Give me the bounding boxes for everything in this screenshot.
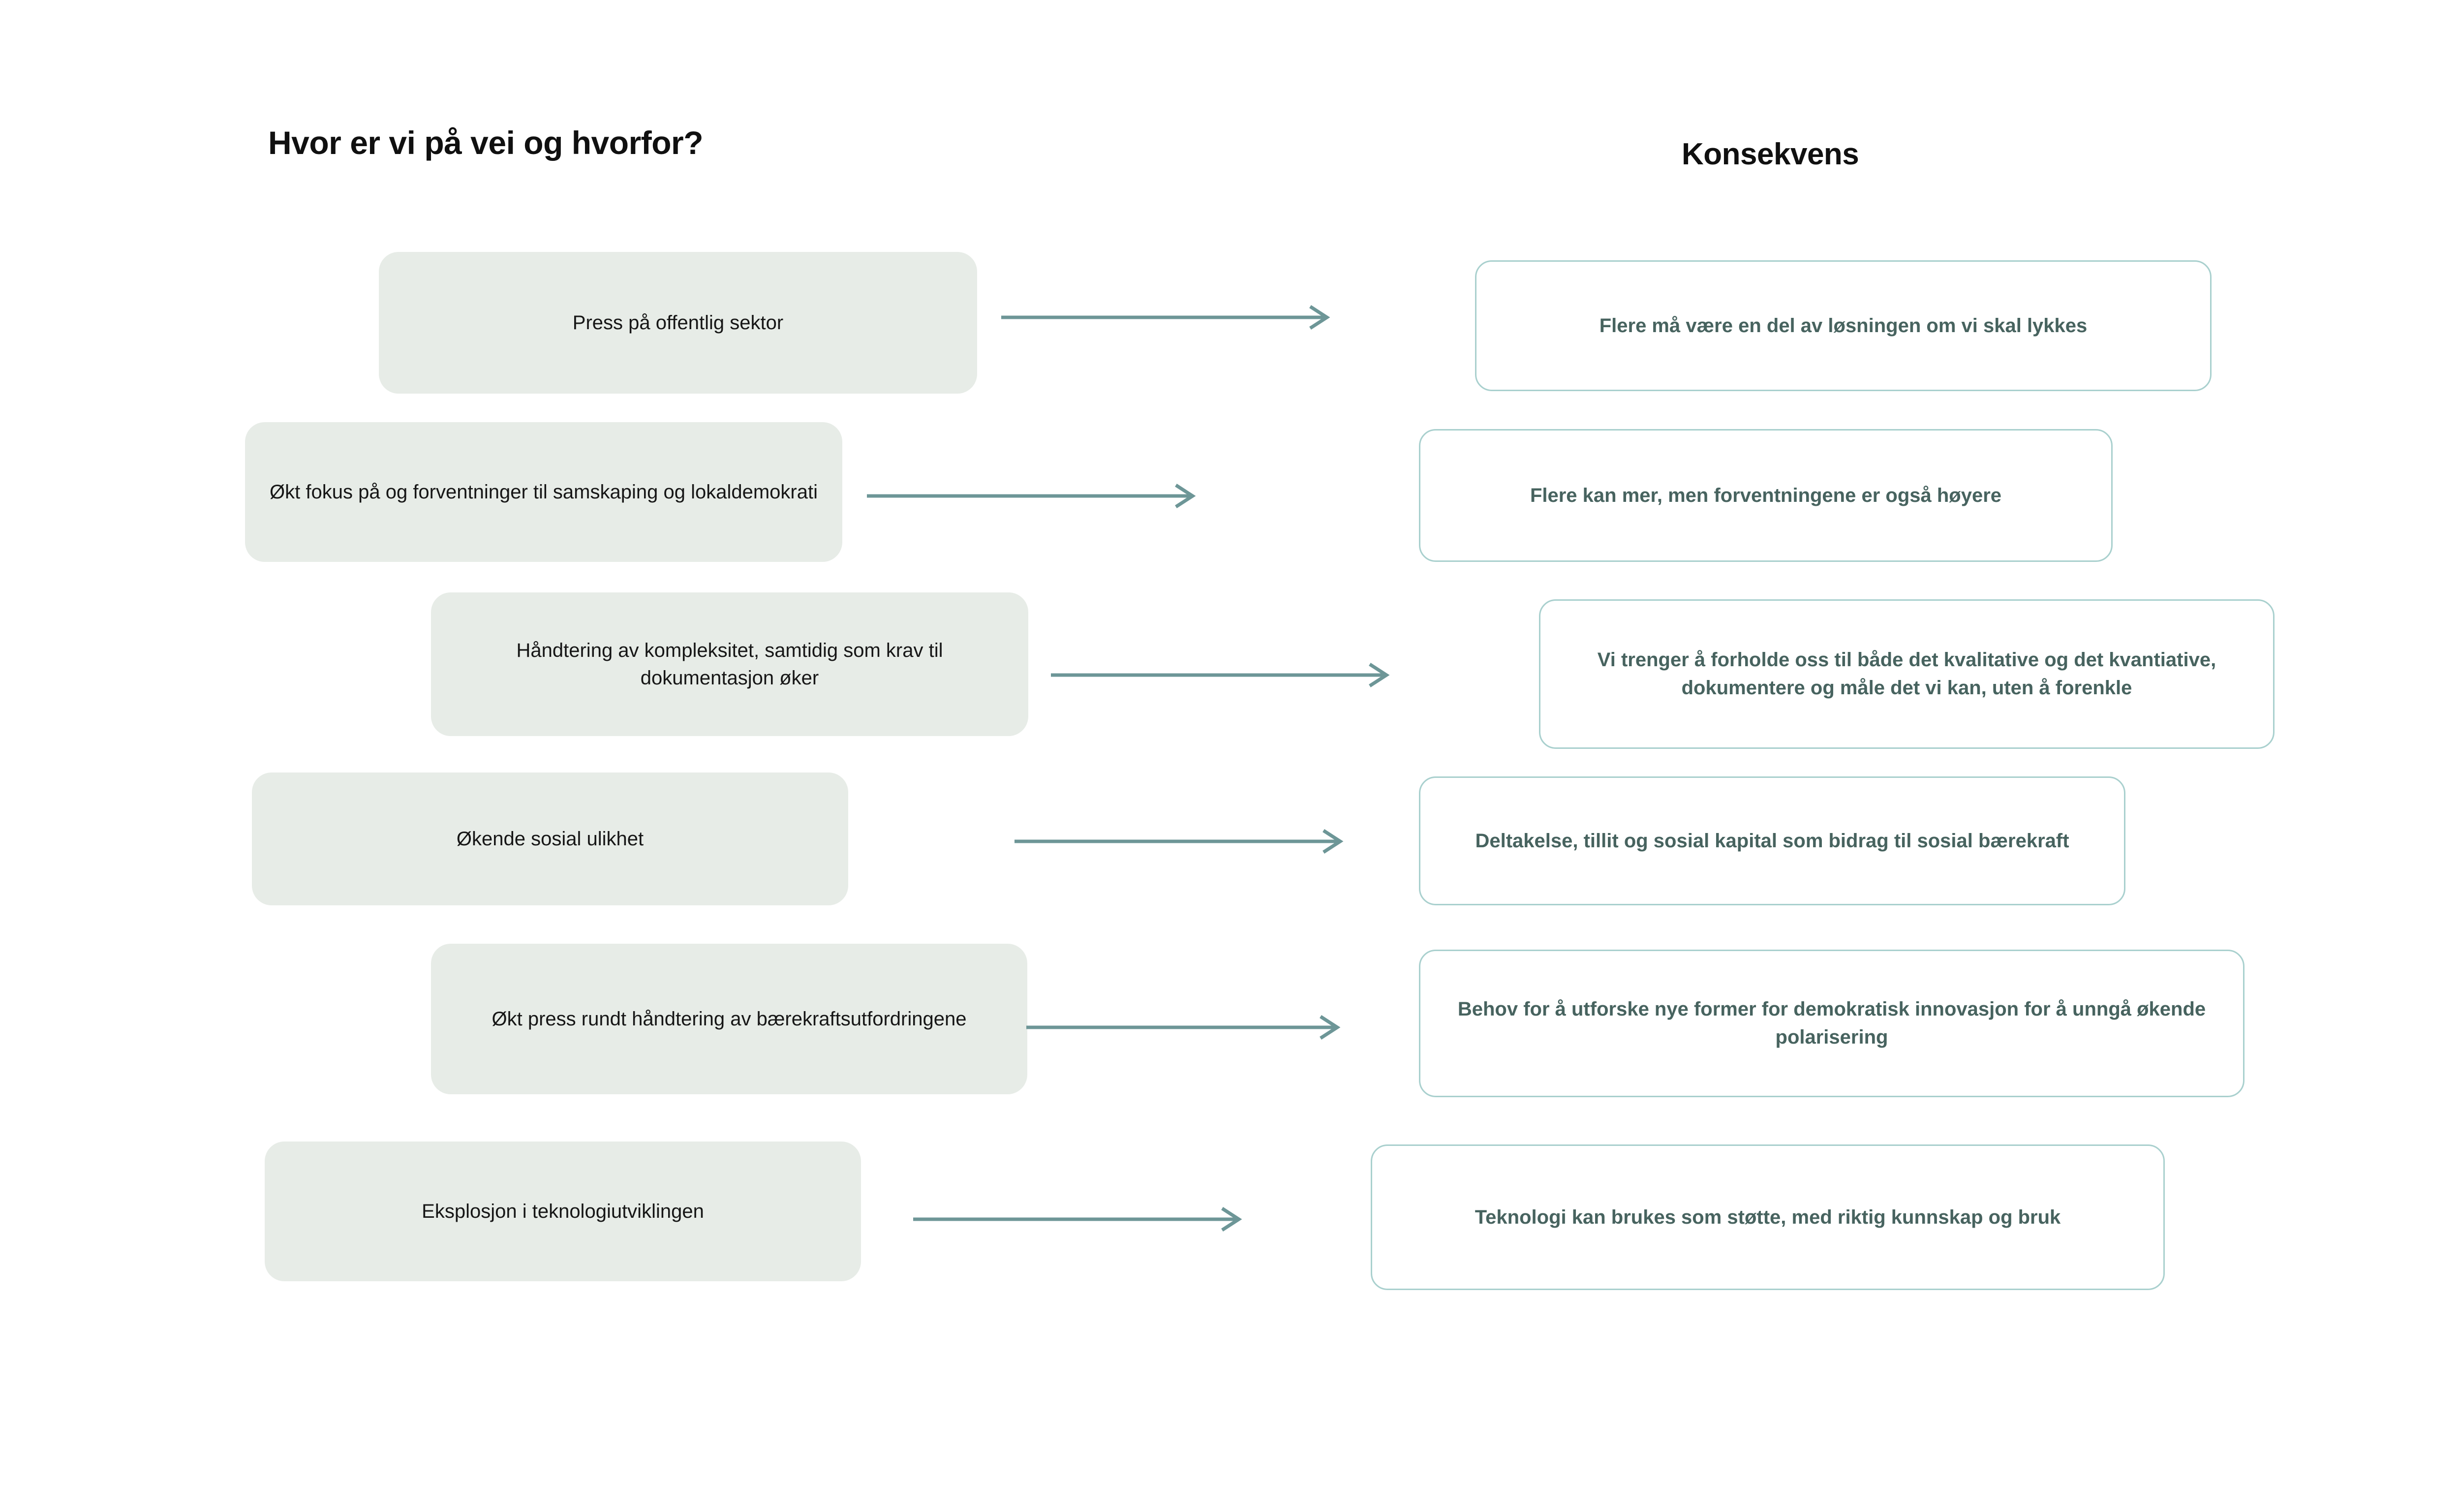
consequence-box-6[interactable]: Teknologi kan brukes som støtte, med rik… — [1371, 1144, 2165, 1290]
driver-box-5[interactable]: Økt press rundt håndtering av bærekrafts… — [431, 944, 1027, 1094]
driver-box-4[interactable]: Økende sosial ulikhet — [252, 772, 848, 905]
driver-box-6[interactable]: Eksplosjon i teknologiutviklingen — [265, 1142, 861, 1281]
consequence-box-1[interactable]: Flere må være en del av løsningen om vi … — [1475, 260, 2212, 391]
arrow-row-3 — [1051, 660, 1395, 690]
consequence-box-4[interactable]: Deltakelse, tillit og sosial kapital som… — [1419, 776, 2125, 905]
arrow-row-5 — [1026, 1013, 1346, 1042]
driver-box-3[interactable]: Håndtering av kompleksitet, samtidig som… — [431, 592, 1028, 736]
driver-box-1-label: Press på offentlig sektor — [572, 312, 784, 334]
driver-box-3-label: Håndtering av kompleksitet, samtidig som… — [516, 640, 943, 689]
arrow-row-6 — [913, 1204, 1248, 1234]
consequence-box-4-label: Deltakelse, tillit og sosial kapital som… — [1475, 830, 2069, 852]
consequence-box-2-label: Flere kan mer, men forventningene er ogs… — [1530, 484, 2002, 506]
consequence-box-1-label: Flere må være en del av løsningen om vi … — [1599, 314, 2088, 337]
column-heading-konsekvens: Konsekvens — [1682, 137, 1859, 171]
consequence-box-5[interactable]: Behov for å utforske nye former for demo… — [1419, 950, 2245, 1097]
driver-box-5-label: Økt press rundt håndtering av bærekrafts… — [492, 1008, 967, 1030]
arrow-row-1 — [1001, 303, 1336, 332]
consequence-box-3[interactable]: Vi trenger å forholde oss til både det k… — [1539, 599, 2275, 749]
page-title: Hvor er vi på vei og hvorfor? — [268, 124, 704, 161]
driver-box-2[interactable]: Økt fokus på og forventninger til samska… — [245, 422, 842, 562]
driver-box-1[interactable]: Press på offentlig sektor — [379, 252, 977, 394]
consequence-box-3-label: Vi trenger å forholde oss til både det k… — [1597, 649, 2216, 699]
consequence-box-5-label: Behov for å utforske nye former for demo… — [1457, 998, 2206, 1048]
consequence-box-6-label: Teknologi kan brukes som støtte, med rik… — [1475, 1206, 2061, 1228]
arrow-row-4 — [1015, 827, 1349, 856]
arrow-row-2 — [867, 481, 1201, 511]
driver-box-4-label: Økende sosial ulikhet — [456, 828, 644, 850]
consequence-box-2[interactable]: Flere kan mer, men forventningene er ogs… — [1419, 429, 2113, 562]
driver-box-2-label: Økt fokus på og forventninger til samska… — [270, 481, 818, 503]
driver-box-6-label: Eksplosjon i teknologiutviklingen — [422, 1201, 704, 1222]
